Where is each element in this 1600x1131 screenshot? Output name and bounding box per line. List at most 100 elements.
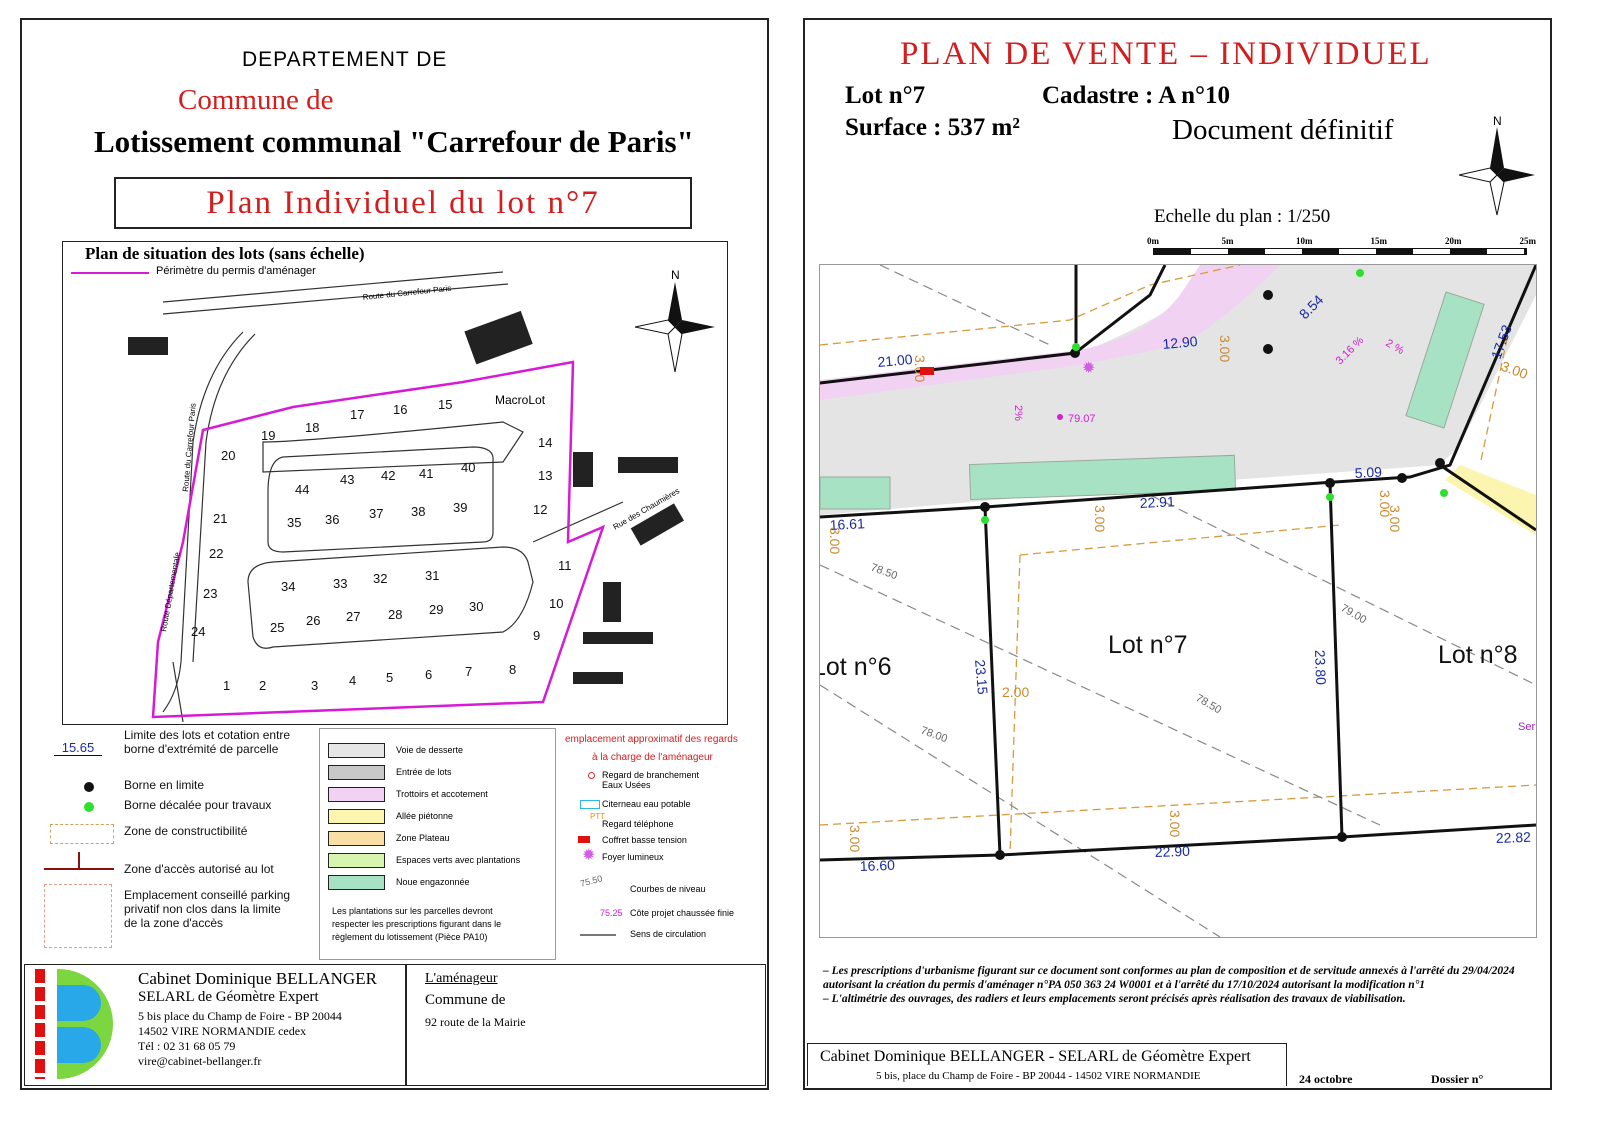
lot-label: 34 [281,579,295,594]
parking-text: Emplacement conseillé parking privatif n… [124,888,291,930]
cabinet-email[interactable]: vire@cabinet-bellanger.fr [138,1054,262,1068]
green-strip [1405,291,1485,429]
road-label: Route Départementale [159,551,182,632]
dim-text: Limite des lots et cotation entre borne … [124,728,291,756]
citerneau-icon [580,800,600,809]
lot-label: 2 [259,678,266,693]
svg-text:N: N [1493,114,1502,128]
swatch [328,809,385,824]
lot-label: 22 [209,546,223,561]
dimension-label: 5.09 [1354,464,1382,481]
surface-legend-item: Noue engazonnée [396,877,470,887]
left-sheet: DEPARTEMENT DE Commune de Lotissement co… [20,18,769,1090]
scale-bar [1153,248,1527,255]
lot-label: 1 [223,678,230,693]
dimension-label: 23.15 [972,659,991,696]
swatch [328,787,385,802]
dossier: Dossier n° [1431,1072,1484,1086]
foyer-text: Foyer lumineux [602,852,664,862]
north-arrow-icon: N [1458,114,1535,216]
contour-label: 79.00 [1339,602,1369,626]
amenageur-label: L'aménageur [425,971,498,986]
swatch [328,853,385,868]
curve-text: Courbes de niveau [630,884,706,894]
lot-label: 11 [558,558,572,573]
lot7-label: Lot n°7 [1108,631,1188,659]
cadastre: Cadastre : A n°10 [1042,82,1231,109]
surface-legend-item: Allée piétonne [396,811,454,821]
point-text: Côte projet chaussée finie [630,908,735,918]
lot-label: 44 [295,482,309,497]
swatch [328,875,385,890]
lot-label: 12 [533,502,547,517]
lot-label: 9 [533,628,540,643]
document-status: Document définitif [1172,114,1394,146]
swatch [328,765,385,780]
coffret-icon [578,836,590,843]
regards-title: emplacement approximatif des regards [565,734,738,745]
cabinet-addr2: 14502 VIRE NORMANDIE cedex [138,1024,307,1038]
bellanger-logo [35,969,113,1079]
cabinet-line: Cabinet Dominique BELLANGER - SELARL de … [820,1048,1251,1065]
lot-label: 35 [287,515,301,530]
lot-label: 19 [261,428,275,443]
regard-eu-text: Regard de branchement Eaux Usées [602,770,700,790]
lot-label: 20 [221,448,235,463]
regard-eu-icon [588,772,595,779]
lot-label: 10 [549,596,563,611]
green-strip [820,476,891,510]
sens-text: Sens de circulation [630,929,707,939]
dimension-label: 23.80 [1312,650,1329,686]
borne-dec-text: Borne décalée pour travaux [124,798,272,812]
swatch [328,743,385,758]
zone-constr-text: Zone de constructibilité [124,824,248,838]
lot-label: 40 [461,460,475,475]
zone-acces-icon-arrow [78,852,80,868]
dimension-label: 22.82 [1496,829,1532,846]
lot6-label: Lot n°6 [820,653,892,681]
departement: DEPARTEMENT DE [242,48,448,71]
regards-title2: à la charge de l'aménageur [592,752,713,763]
legend-main: 15.65 Limite des lots et cotation entre … [42,728,312,968]
lot-label: 36 [325,512,339,527]
curve-value: 75.50 [579,873,604,889]
lot-label: 17 [350,407,364,422]
surface-legend-item: Trottoirs et accotement [396,789,488,799]
borne-dec-icon [84,802,94,812]
ptt-icon: PTT [590,812,606,821]
road-label: Route du Carrefour Paris [362,284,451,302]
sale-plan-title: PLAN DE VENTE – INDIVIDUEL [900,36,1432,72]
parking-icon [44,884,112,948]
zone-acces-text: Zone d'accès autorisé au lot [124,862,274,876]
scale-tick: 15m [1370,236,1388,246]
dimension-label: 22.91 [1139,493,1175,511]
scale-tick: 0m [1147,236,1159,246]
left-footer: Cabinet Dominique BELLANGER SELARL de Gé… [24,964,766,1086]
surface-legend-item: Entrée de lots [396,767,452,777]
lot-label: 29 [429,602,443,617]
setback-label: 3.00 [1377,490,1393,517]
partial-label: Ser pot [1518,721,1536,733]
citerneau-text: Citerneau eau potable [602,799,691,809]
lot-label: 4 [349,673,356,688]
lot-label: 3 [311,678,318,693]
sens-icon [580,934,616,936]
surface-legend-item: Espaces verts avec plantations [396,855,521,865]
contour-label: 78.50 [1194,692,1224,716]
setback-label: 3.00 [1387,505,1403,532]
foyer-icon: ✹ [1082,360,1095,377]
lot-label: 14 [538,435,552,450]
lot-label: 39 [453,500,467,515]
amenageur-name: Commune de [425,992,506,1008]
swatch [328,831,385,846]
dim-sample: 15.65 [54,740,102,756]
setback-label: 3.00 [1167,810,1183,837]
scale-tick: 20m [1445,236,1462,246]
lot-label: 7 [465,664,472,679]
dimension-label: 21.00 [877,351,914,370]
plantation-note: Les plantations sur les parcelles devron… [332,906,502,942]
surface-legend-item: Zone Plateau [396,833,450,843]
